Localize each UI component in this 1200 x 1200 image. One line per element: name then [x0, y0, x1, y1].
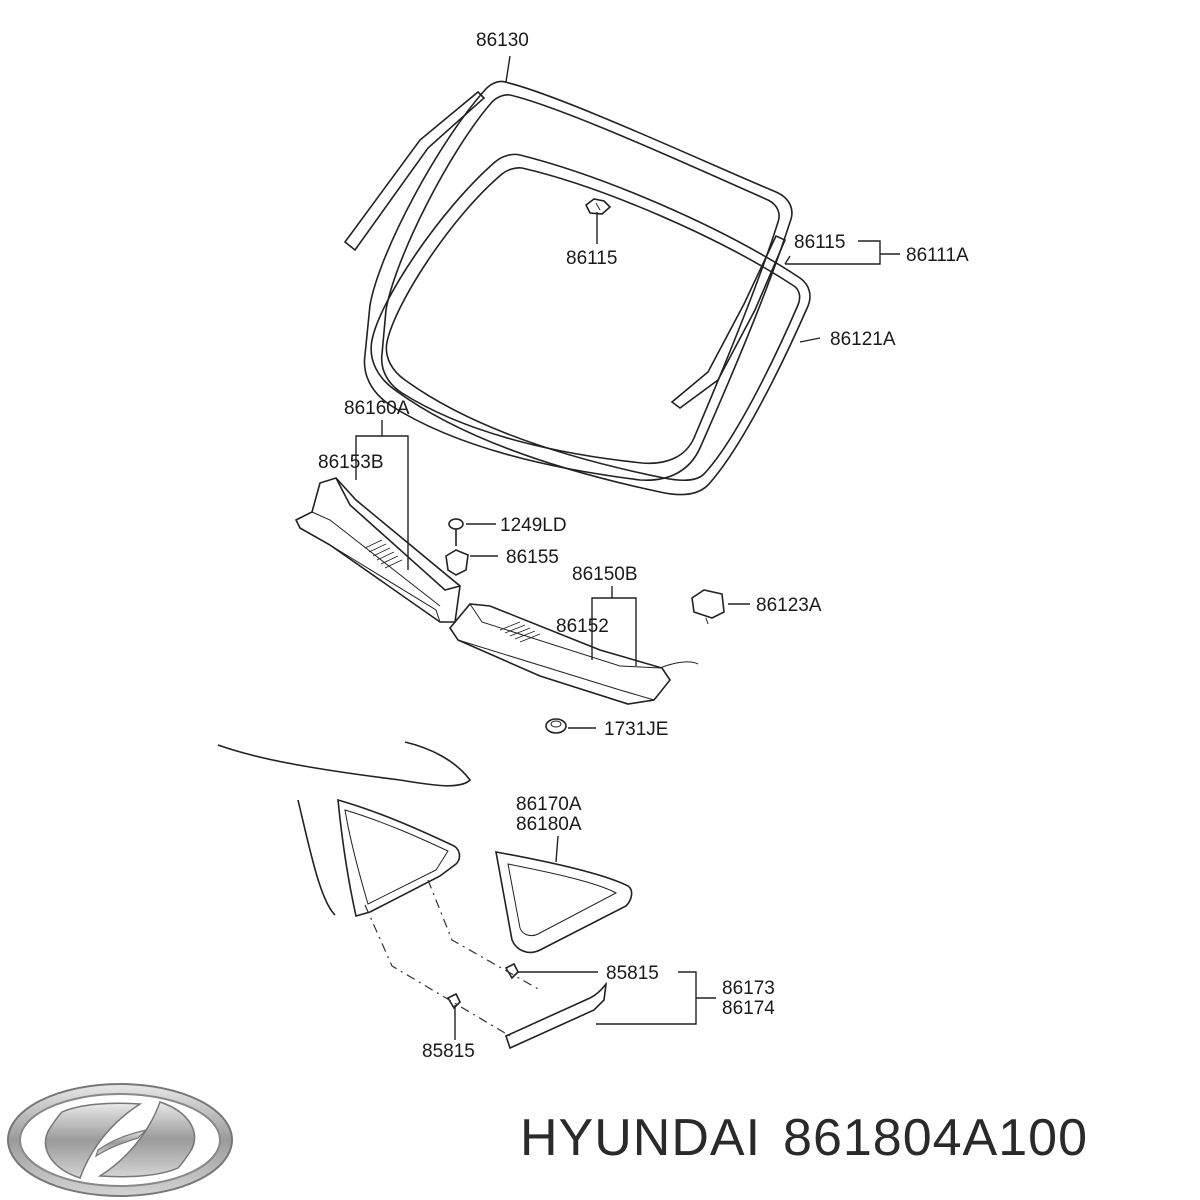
label-windshield-molding: 86121A — [830, 329, 896, 350]
label-clip-upper: 85815 — [606, 963, 659, 984]
label-quarter-glass-lh: 86170A — [516, 794, 582, 815]
label-stopper: 86123A — [756, 595, 822, 616]
windshield-molding — [370, 153, 811, 496]
side-molding-strips — [343, 90, 787, 409]
windshield-glass — [363, 80, 793, 481]
label-nut: 86155 — [506, 547, 559, 568]
clip-center-icon — [584, 198, 612, 215]
clip-lower-icon — [446, 992, 461, 1010]
body-side-outline — [217, 741, 472, 918]
nut-icon — [445, 549, 469, 576]
cowl-top-cover-rh — [449, 603, 699, 705]
hyundai-logo-icon — [7, 1083, 233, 1197]
label-screw: 1249LD — [500, 515, 567, 536]
label-molding-rh: 86174 — [722, 998, 775, 1019]
label-clip-right: 86115 — [794, 232, 845, 253]
label-quarter-glass-rh: 86180A — [516, 814, 582, 835]
label-molding-lh: 86173 — [722, 978, 775, 999]
brand-name: HYUNDAI — [520, 1109, 762, 1167]
label-molding-assy: 86111A — [906, 245, 969, 266]
label-cowl-top-cover-lh: 86153B — [318, 452, 384, 473]
clip-upper-icon — [504, 962, 519, 980]
stopper-icon — [691, 589, 725, 625]
part-number: 861804A100 — [783, 1109, 1088, 1167]
footer-brand-line: HYUNDAI 861804A100 — [520, 1108, 1190, 1178]
label-cowl-top-cover-assy: 86160A — [344, 398, 410, 419]
screw-icon — [448, 518, 464, 546]
leader-lines — [355, 55, 900, 1040]
quarter-molding — [505, 981, 608, 1050]
assembly-lines — [364, 879, 541, 1037]
quarter-glass — [495, 851, 633, 954]
label-clip-center: 86115 — [566, 248, 617, 269]
label-grommet: 1731JE — [604, 719, 668, 740]
label-cowl-top-cover-assy-rh: 86150B — [572, 564, 638, 585]
label-windshield-glass: 86130 — [476, 30, 529, 51]
grommet-icon — [545, 718, 567, 734]
part-labels: 86130 86115 86115 86111A 86121A 86160A 8… — [318, 30, 969, 1062]
label-cowl-top-cover-rh: 86152 — [556, 616, 609, 637]
cowl-top-cover-lh — [294, 477, 461, 623]
label-clip-lower: 85815 — [422, 1041, 475, 1062]
